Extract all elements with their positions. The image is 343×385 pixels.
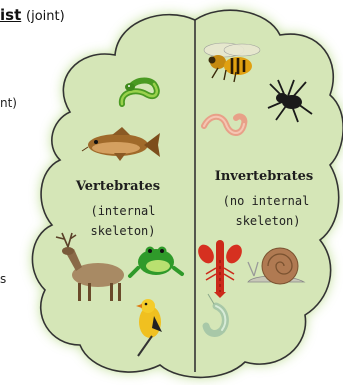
- invertebrates-line1: (no internal: [223, 194, 310, 208]
- vertebrates-title: Vertebrates: [75, 179, 160, 194]
- vertebrates-line2: skeleton): [90, 224, 155, 238]
- invertebrates-title: Invertebrates: [215, 169, 313, 184]
- vertebrates-line1: (internal: [90, 204, 155, 218]
- invertebrates-line2: skeleton): [235, 214, 300, 228]
